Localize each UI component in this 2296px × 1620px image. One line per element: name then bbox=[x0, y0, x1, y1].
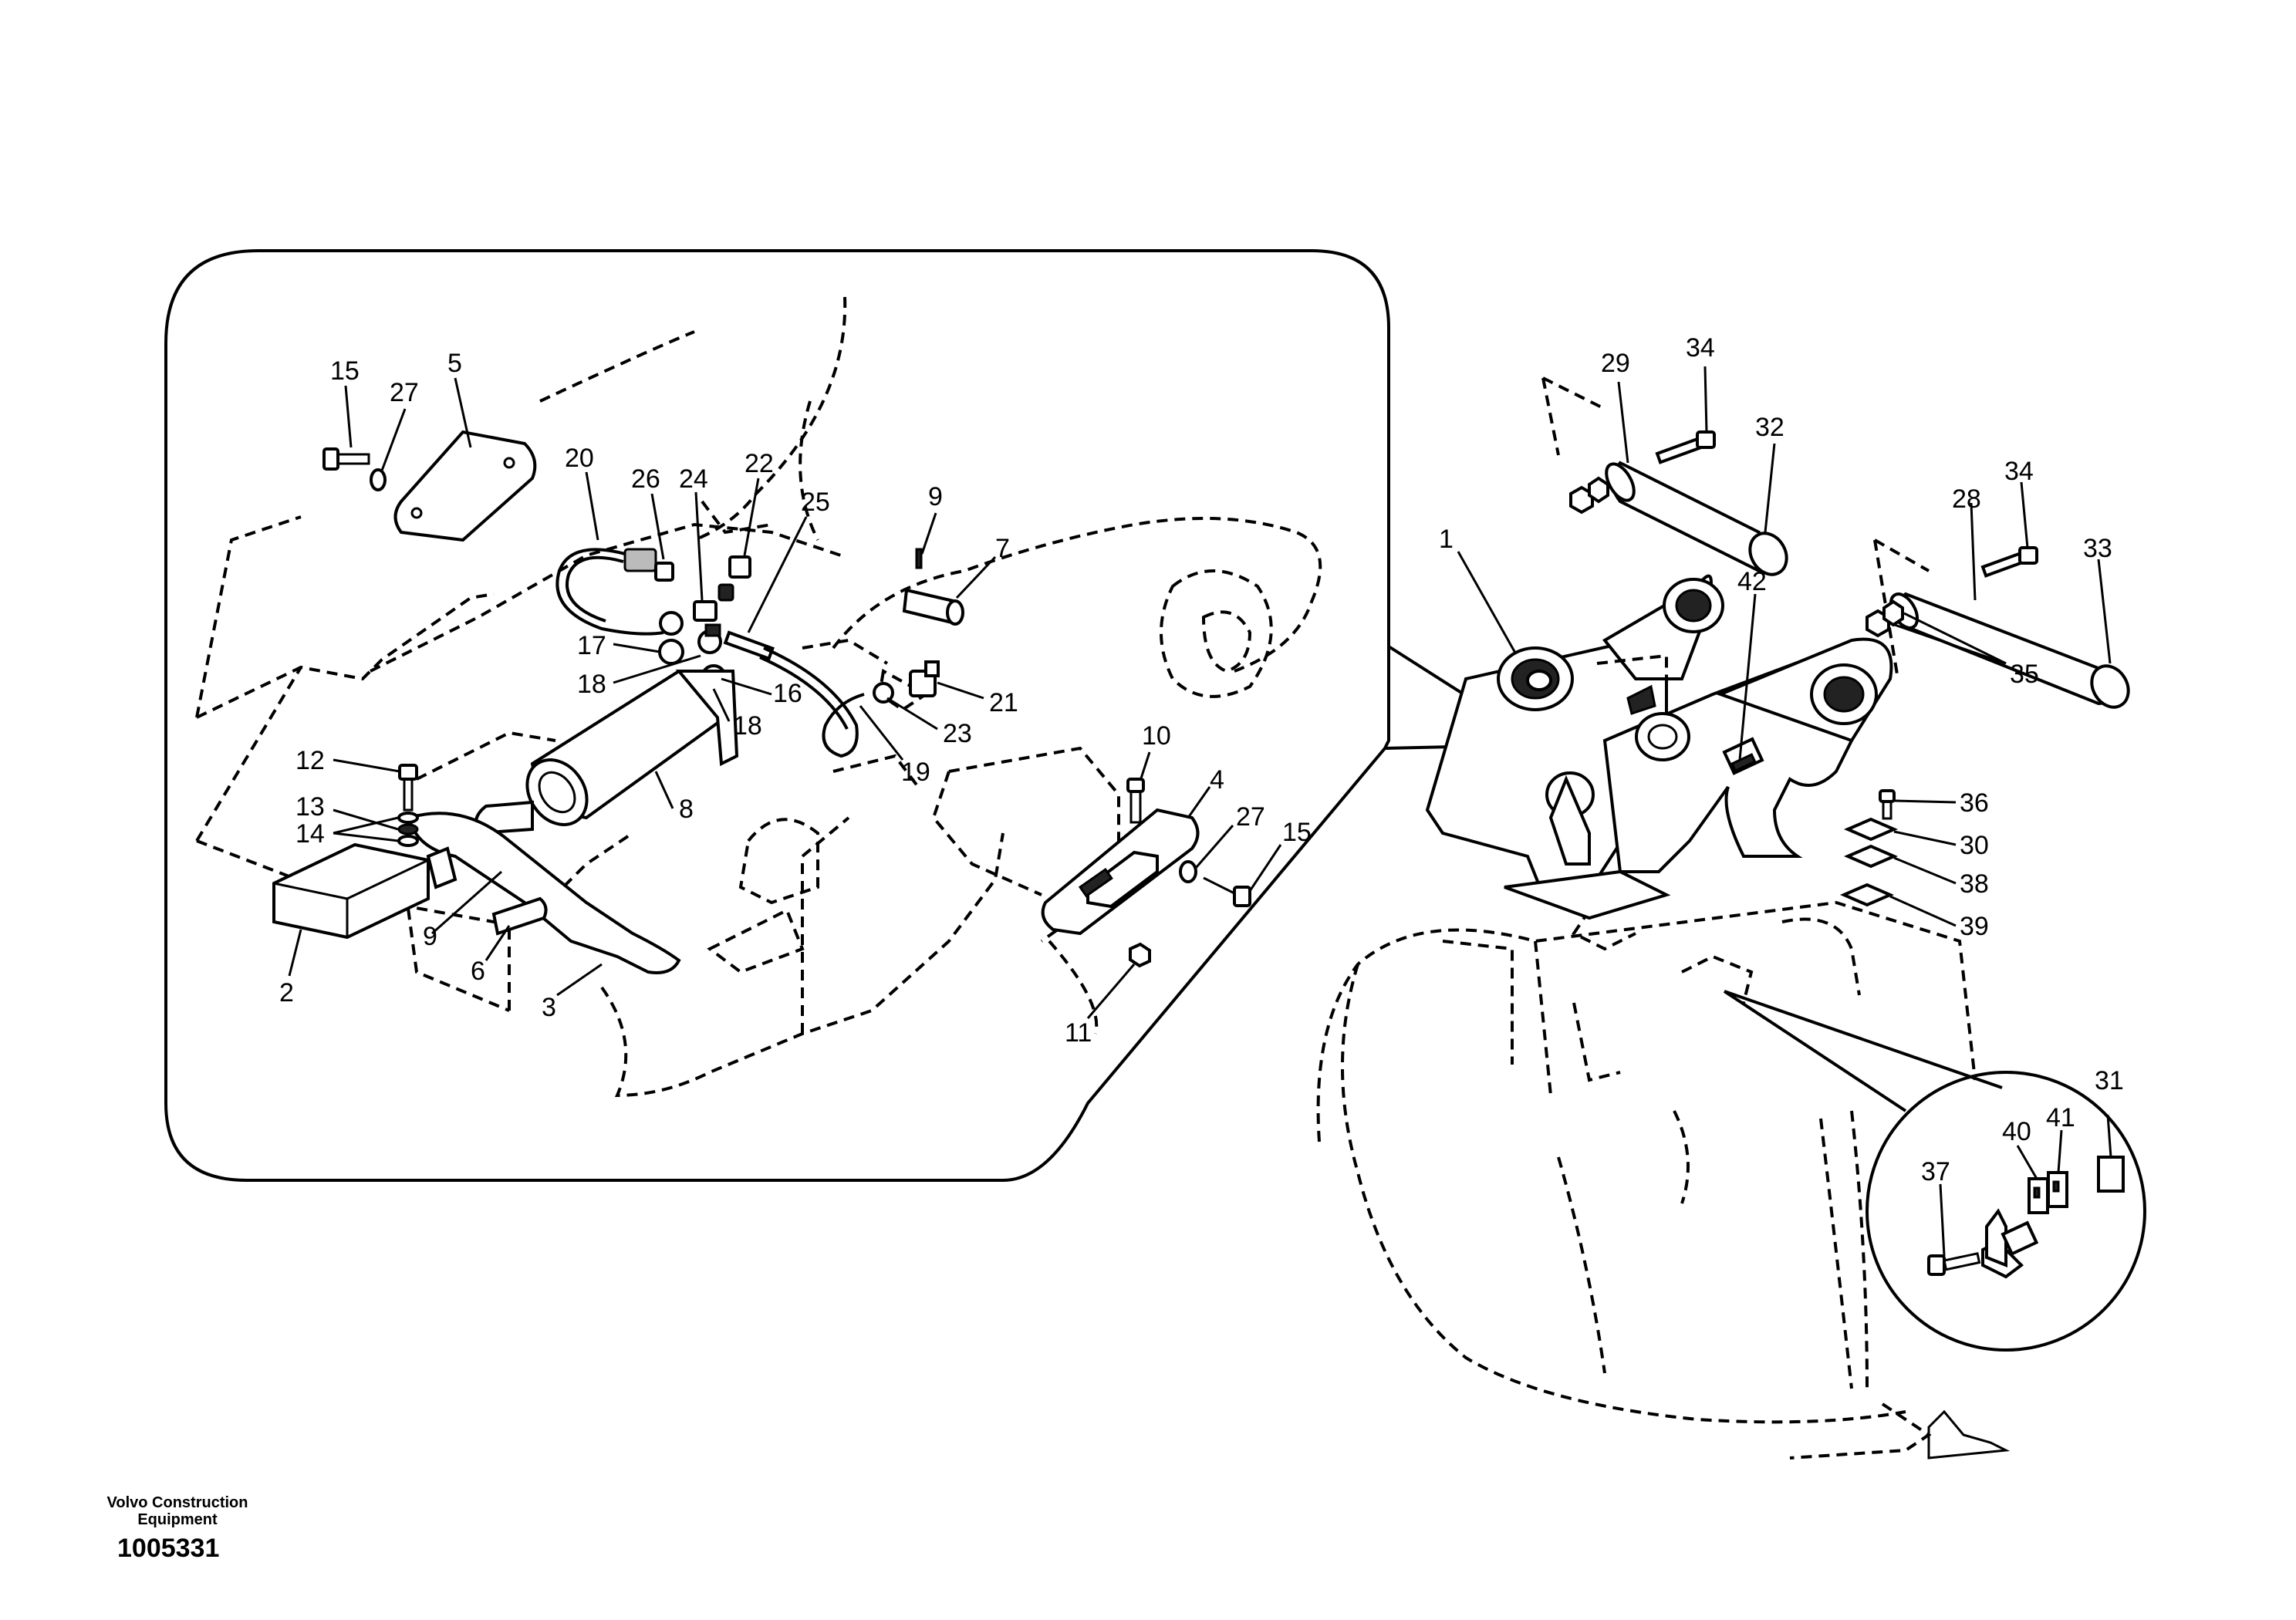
callout-24: 24 bbox=[679, 464, 708, 494]
callout-17: 17 bbox=[577, 631, 606, 660]
callout-5: 5 bbox=[447, 349, 462, 378]
document-number: 1005331 bbox=[117, 1534, 220, 1563]
bolt-12 bbox=[397, 764, 419, 847]
leader-lines bbox=[288, 366, 2112, 1257]
callout-7: 7 bbox=[995, 534, 1010, 563]
callout-37: 37 bbox=[1921, 1157, 1950, 1186]
publisher-line-1: Volvo Construction bbox=[106, 1494, 248, 1511]
callout-31: 31 bbox=[2095, 1066, 2124, 1095]
callout-36: 36 bbox=[1960, 788, 1989, 818]
hydraulic-fittings bbox=[658, 555, 775, 690]
bolt-37 bbox=[1927, 1252, 1981, 1276]
callout-16: 16 bbox=[773, 679, 802, 708]
lever-3 bbox=[407, 812, 681, 974]
callout-34b: 34 bbox=[2004, 457, 2034, 486]
callout-41: 41 bbox=[2046, 1103, 2075, 1132]
callout-4: 4 bbox=[1210, 765, 1224, 795]
main-assembly bbox=[1316, 376, 2130, 1460]
callout-15: 15 bbox=[330, 356, 360, 386]
callout-18b: 18 bbox=[733, 711, 762, 741]
callout-29: 29 bbox=[1601, 349, 1630, 378]
cover-plate-5 bbox=[393, 430, 537, 542]
callout-27: 27 bbox=[390, 378, 419, 407]
callout-9a: 9 bbox=[928, 482, 943, 511]
callout-6: 6 bbox=[471, 957, 485, 986]
callout-34a: 34 bbox=[1686, 333, 1715, 363]
hose-25 bbox=[759, 646, 865, 758]
publisher-caption: Volvo Construction Equipment bbox=[85, 1494, 270, 1528]
callout-18a: 18 bbox=[577, 670, 606, 699]
callout-15b: 15 bbox=[1282, 818, 1312, 847]
lock-plate-42 bbox=[1722, 737, 1764, 775]
callout-21: 21 bbox=[989, 688, 1018, 717]
pin-boss-1 bbox=[1497, 646, 1574, 711]
pin-32 bbox=[1569, 430, 1788, 576]
callout-2: 2 bbox=[279, 978, 294, 1007]
callout-12: 12 bbox=[295, 746, 325, 775]
bracket-part bbox=[1981, 1208, 2039, 1279]
callout-labels: 15 27 5 20 26 24 22 25 9 7 21 23 19 16 1… bbox=[279, 333, 2124, 1186]
detail-view-frame bbox=[164, 249, 1559, 1182]
callout-3: 3 bbox=[542, 993, 556, 1022]
fitting-21 bbox=[873, 660, 940, 704]
bolt-15-top bbox=[322, 447, 387, 491]
shim-stack-30-39 bbox=[1839, 789, 1899, 907]
cylinder-8 bbox=[474, 669, 739, 835]
callout-11: 11 bbox=[1065, 1018, 1092, 1048]
callout-42: 42 bbox=[1737, 567, 1767, 596]
callout-8: 8 bbox=[679, 795, 694, 824]
publisher-line-2: Equipment bbox=[137, 1511, 218, 1528]
mount-plate-4 bbox=[1041, 778, 1251, 968]
callout-14: 14 bbox=[295, 819, 325, 849]
pin-33 bbox=[1866, 546, 2130, 709]
pin-7 bbox=[902, 548, 964, 626]
callout-38: 38 bbox=[1960, 869, 1989, 899]
detail-circle-view bbox=[1723, 990, 2146, 1352]
callout-35: 35 bbox=[2010, 660, 2039, 689]
callout-33: 33 bbox=[2083, 534, 2112, 563]
callout-27b: 27 bbox=[1236, 802, 1265, 832]
quick-coupler-frame bbox=[1425, 574, 1893, 920]
callout-22: 22 bbox=[745, 449, 774, 478]
pin-6 bbox=[491, 896, 548, 936]
callout-30: 30 bbox=[1960, 831, 1989, 860]
guard-2 bbox=[272, 842, 458, 940]
callout-13: 13 bbox=[295, 792, 325, 822]
machine-outline-dashed bbox=[195, 296, 1322, 1098]
callout-19: 19 bbox=[901, 758, 930, 787]
callout-32: 32 bbox=[1755, 413, 1784, 442]
hose-20 bbox=[555, 548, 674, 636]
callout-1: 1 bbox=[1439, 525, 1454, 554]
callout-9b: 9 bbox=[423, 922, 437, 951]
callout-25: 25 bbox=[801, 488, 830, 517]
callout-20: 20 bbox=[565, 444, 594, 473]
callout-10: 10 bbox=[1142, 721, 1171, 751]
callout-40: 40 bbox=[2002, 1117, 2031, 1146]
callout-28: 28 bbox=[1952, 484, 1981, 514]
detail-parts bbox=[272, 430, 1251, 974]
callout-26: 26 bbox=[631, 464, 660, 494]
callout-39: 39 bbox=[1960, 912, 1989, 941]
callout-23: 23 bbox=[943, 719, 972, 748]
